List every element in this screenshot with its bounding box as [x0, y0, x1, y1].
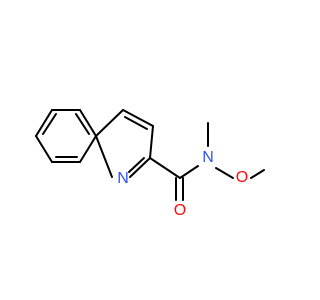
oxygen-atom-methoxy: O: [236, 169, 248, 186]
bond: [179, 165, 199, 179]
bond: [129, 157, 151, 178]
bond: [149, 157, 181, 179]
benzo-ring: [35, 109, 97, 163]
bond: [79, 109, 97, 137]
bond: [79, 135, 97, 163]
molecule-drawing: N N O O: [35, 109, 265, 219]
double-bond-inner: [128, 157, 145, 173]
bond: [122, 109, 154, 127]
bond: [250, 169, 265, 179]
double-bond-inner: [42, 113, 57, 135]
bond: [95, 135, 113, 178]
nitrogen-atom-ring: N: [117, 170, 129, 187]
double-bond-inner: [75, 113, 90, 135]
nitrogen-atom-amide: N: [202, 149, 214, 166]
oxygen-atom-carbonyl: O: [174, 202, 186, 219]
atom-labels: N N O O: [117, 149, 248, 219]
bond: [149, 125, 154, 159]
pyridine-ring: [95, 109, 154, 178]
amide-group: [149, 122, 265, 201]
bond: [215, 167, 234, 179]
bond: [95, 109, 124, 137]
double-bond-inner: [124, 116, 148, 130]
chemical-structure: N N O O: [35, 109, 265, 220]
bond: [35, 109, 53, 137]
bond: [35, 135, 53, 163]
